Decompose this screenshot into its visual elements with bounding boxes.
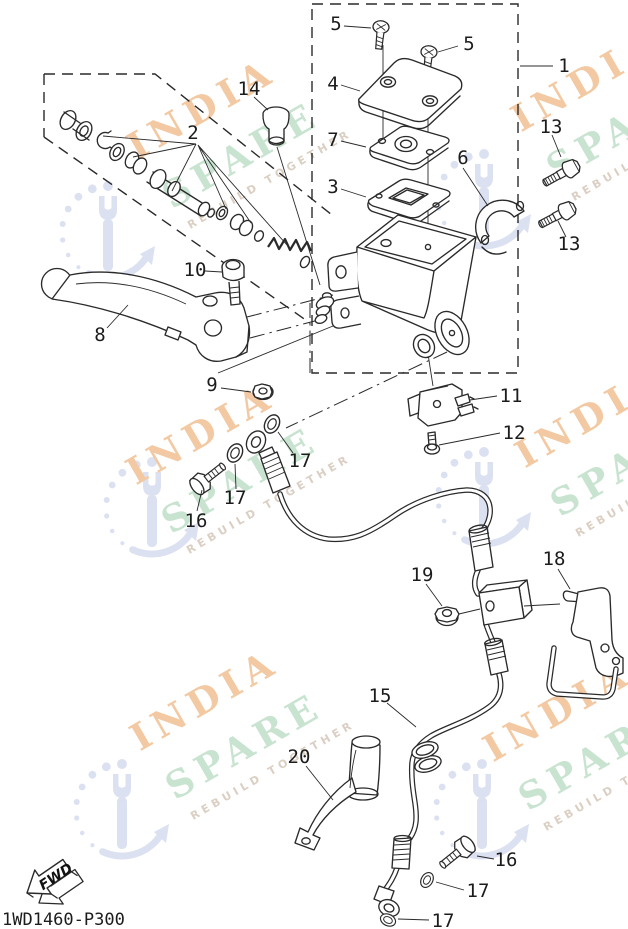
callout-label: 17: [289, 450, 312, 472]
alignment-line: [285, 351, 448, 429]
callout-label: 4: [327, 73, 338, 95]
part-code: 1WD1460-P300: [2, 910, 125, 929]
brake-lever: [40, 267, 251, 363]
callout-label: 16: [495, 849, 518, 871]
diaphragm-plate: [369, 125, 450, 171]
alignment-line: [246, 294, 334, 318]
cap-alignment-line: [276, 146, 321, 286]
master-cylinder-body: [327, 214, 477, 359]
rebuild-wrench-icon: [434, 759, 529, 856]
callout-label: 14: [238, 78, 261, 100]
callout-label: 13: [558, 233, 581, 255]
callout-label: 13: [540, 116, 563, 138]
callout-label: 12: [503, 422, 526, 444]
piston-kit: [59, 109, 313, 269]
callout-label: 1: [558, 55, 569, 77]
hose-holder: [294, 735, 381, 851]
callout-label: 7: [327, 129, 338, 151]
rebuild-wrench-icon: [74, 759, 169, 856]
callout-label: 18: [543, 548, 566, 570]
callout-label: 17: [432, 910, 455, 929]
watermark-tile: INDIA SPARE REBUILD TOGETHER: [60, 48, 354, 278]
leader-lines: [102, 25, 571, 921]
callout-label: 2: [187, 122, 198, 144]
return-spring: [267, 236, 313, 253]
callout-label: 16: [185, 510, 208, 532]
handlebar-clamp: [475, 199, 525, 255]
callout-label: 20: [288, 746, 311, 768]
diagram-line-art: [40, 3, 624, 929]
hose-grommet-rings: [411, 741, 442, 773]
banjo-bolt: [434, 832, 479, 875]
callout-label: 17: [224, 487, 247, 509]
rebuild-wrench-icon: [60, 181, 155, 278]
callout-label: 6: [457, 147, 468, 169]
reservoir-cap: [357, 57, 463, 130]
callout-label: 10: [184, 259, 207, 281]
callout-label: 5: [463, 33, 474, 55]
callout-label: 5: [330, 13, 341, 35]
callout-label: 17: [467, 880, 490, 902]
alignment-line: [217, 325, 334, 374]
callout-label: 9: [206, 374, 217, 396]
brake-hose: [245, 430, 561, 918]
pushrod-joint: [314, 292, 335, 325]
banjo-washer: [417, 869, 437, 891]
reservoir-cap-screw: [370, 19, 391, 51]
fwd-direction-arrow: FWD: [26, 858, 84, 905]
callout-label: 15: [369, 685, 392, 707]
callout-label: 19: [411, 564, 434, 586]
rubber-cap: [262, 106, 290, 146]
callout-label: 11: [500, 385, 523, 407]
switch-screw: [423, 431, 441, 455]
callout-label: 3: [327, 176, 338, 198]
callout-label: 8: [94, 324, 105, 346]
watermark-tile: INDIA SPARE REBUILD TOGETHER: [436, 356, 628, 546]
diaphragm: [367, 178, 451, 225]
lever-pivot-nut: [252, 383, 274, 401]
lever-pivot-bolt: [221, 258, 245, 306]
piston-kit-group-outline: [43, 73, 333, 324]
hose-stay-bracket: [546, 587, 624, 700]
flange-nut: [434, 606, 481, 627]
clamp-bolt: [534, 198, 580, 234]
alignment-line: [427, 353, 434, 387]
callout-layer: 5 5 1 4 14 2 7 13 6 3 13 10 8 9 11 12 17…: [94, 13, 580, 929]
brake-switch: [407, 383, 479, 427]
